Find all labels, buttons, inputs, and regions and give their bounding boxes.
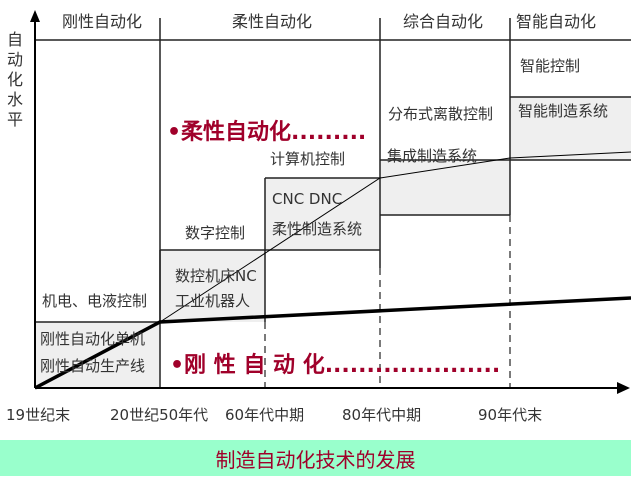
box-cnc-line2: 柔性制造系统 [272, 220, 363, 238]
box-nc-line1: 数控机床NC [175, 267, 257, 285]
label-computer: 计算机控制 [270, 150, 346, 168]
box-rigid-line2: 刚性自动生产线 [40, 357, 146, 375]
y-axis-arrow-icon [30, 10, 40, 22]
label-electro: 机电、电液控制 [42, 292, 148, 310]
box-cims [380, 160, 510, 215]
header-flexible: 柔性自动化 [232, 12, 313, 31]
x-label-80s: 80年代中期 [342, 406, 422, 424]
footer-bar: 制造自动化技术的发展 [0, 440, 631, 476]
box-rigid-line1: 刚性自动化单机 [40, 330, 146, 348]
x-label-60s: 60年代中期 [225, 406, 305, 424]
header-intelligent: 智能自动化 [516, 12, 597, 31]
label-digital: 数字控制 [185, 224, 246, 242]
label-intelligent: 智能控制 [520, 57, 581, 75]
header-rigid: 刚性自动化 [62, 12, 143, 31]
annotation-flexible: •柔性自动化......... [167, 120, 367, 145]
header-integrated: 综合自动化 [403, 12, 484, 31]
box-cims: 集成制造系统 [387, 147, 478, 165]
y-axis-label: 自动化水平 [6, 30, 23, 129]
box-cnc-line1: CNC DNC [272, 190, 343, 208]
footer-title: 制造自动化技术的发展 [215, 448, 416, 472]
annotation-rigid: •刚 性 自 动 化..................... [170, 353, 501, 378]
box-ims [510, 97, 631, 160]
box-ims: 智能制造系统 [518, 102, 609, 120]
x-label-90s: 90年代末 [478, 406, 543, 424]
label-distributed: 分布式离散控制 [388, 105, 494, 123]
diagram-lines [30, 10, 631, 394]
x-axis-arrow-icon [617, 382, 630, 394]
box-nc-line2: 工业机器人 [175, 292, 251, 310]
x-label-50s: 20世纪50年代 [110, 406, 209, 424]
flexible-trend-line [159, 151, 631, 323]
x-label-19c: 19世纪末 [6, 406, 71, 424]
